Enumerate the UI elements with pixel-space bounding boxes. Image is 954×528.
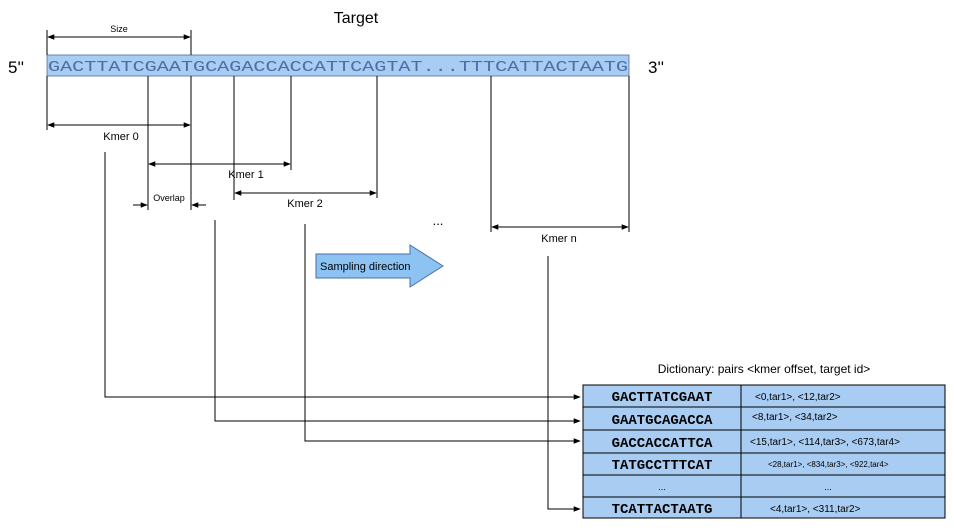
connector-kmer1 <box>214 220 581 424</box>
dictionary-title: Dictionary: pairs <kmer offset, target i… <box>658 362 871 376</box>
dictionary-pairs-cell: <8,tar1>, <34,tar2> <box>752 412 838 423</box>
kmern-label: Kmer n <box>541 233 576 245</box>
dictionary-pairs-cell: <28,tar1>, <834,tar3>, <922,tar4> <box>768 460 889 469</box>
kmer2-label: Kmer 2 <box>287 198 322 210</box>
target-title: Target <box>334 10 379 27</box>
dictionary-kmer-cell: TATGCCTTTCAT <box>612 458 713 474</box>
connector-kmern <box>547 256 581 512</box>
five-prime-label: 5'' <box>8 58 24 77</box>
dictionary-kmer-cell: GACTTATCGAAT <box>612 390 713 406</box>
ellipsis-label: ... <box>433 213 444 228</box>
dictionary-kmer-cell: ... <box>658 482 666 492</box>
dictionary-kmer-cell: GAATGCAGACCA <box>612 413 713 429</box>
overlap-label: Overlap <box>153 193 185 203</box>
sampling-direction-arrow <box>315 244 444 288</box>
dictionary-table: GACTTATCGAAT <0,tar1>, <12,tar2> GAATGCA… <box>582 384 946 519</box>
sampling-direction-label: Sampling direction <box>320 261 411 273</box>
connector-kmer0 <box>104 152 581 400</box>
dictionary-kmer-cell: GACCACCATTCA <box>612 436 713 452</box>
size-label: Size <box>110 24 128 34</box>
dictionary-kmer-cell: TCATTACTAATG <box>612 502 713 518</box>
sequence-bar <box>46 54 630 77</box>
connector-kmer2 <box>304 224 581 444</box>
kmer0-label: Kmer 0 <box>103 131 138 143</box>
dictionary-pairs-cell: <15,tar1>, <114,tar3>, <673,tar4> <box>750 437 900 448</box>
dictionary-pairs-cell: <0,tar1>, <12,tar2> <box>755 392 841 403</box>
dictionary-pairs-cell: <4,tar1>, <311,tar2> <box>770 504 861 515</box>
three-prime-label: 3'' <box>648 58 664 77</box>
kmer1-label: Kmer 1 <box>228 169 263 181</box>
dictionary-pairs-cell: ... <box>824 482 832 492</box>
sequence-text: GACTTATCGAATGCAGACCACCATTCAGTAT...TTTCAT… <box>48 58 628 76</box>
